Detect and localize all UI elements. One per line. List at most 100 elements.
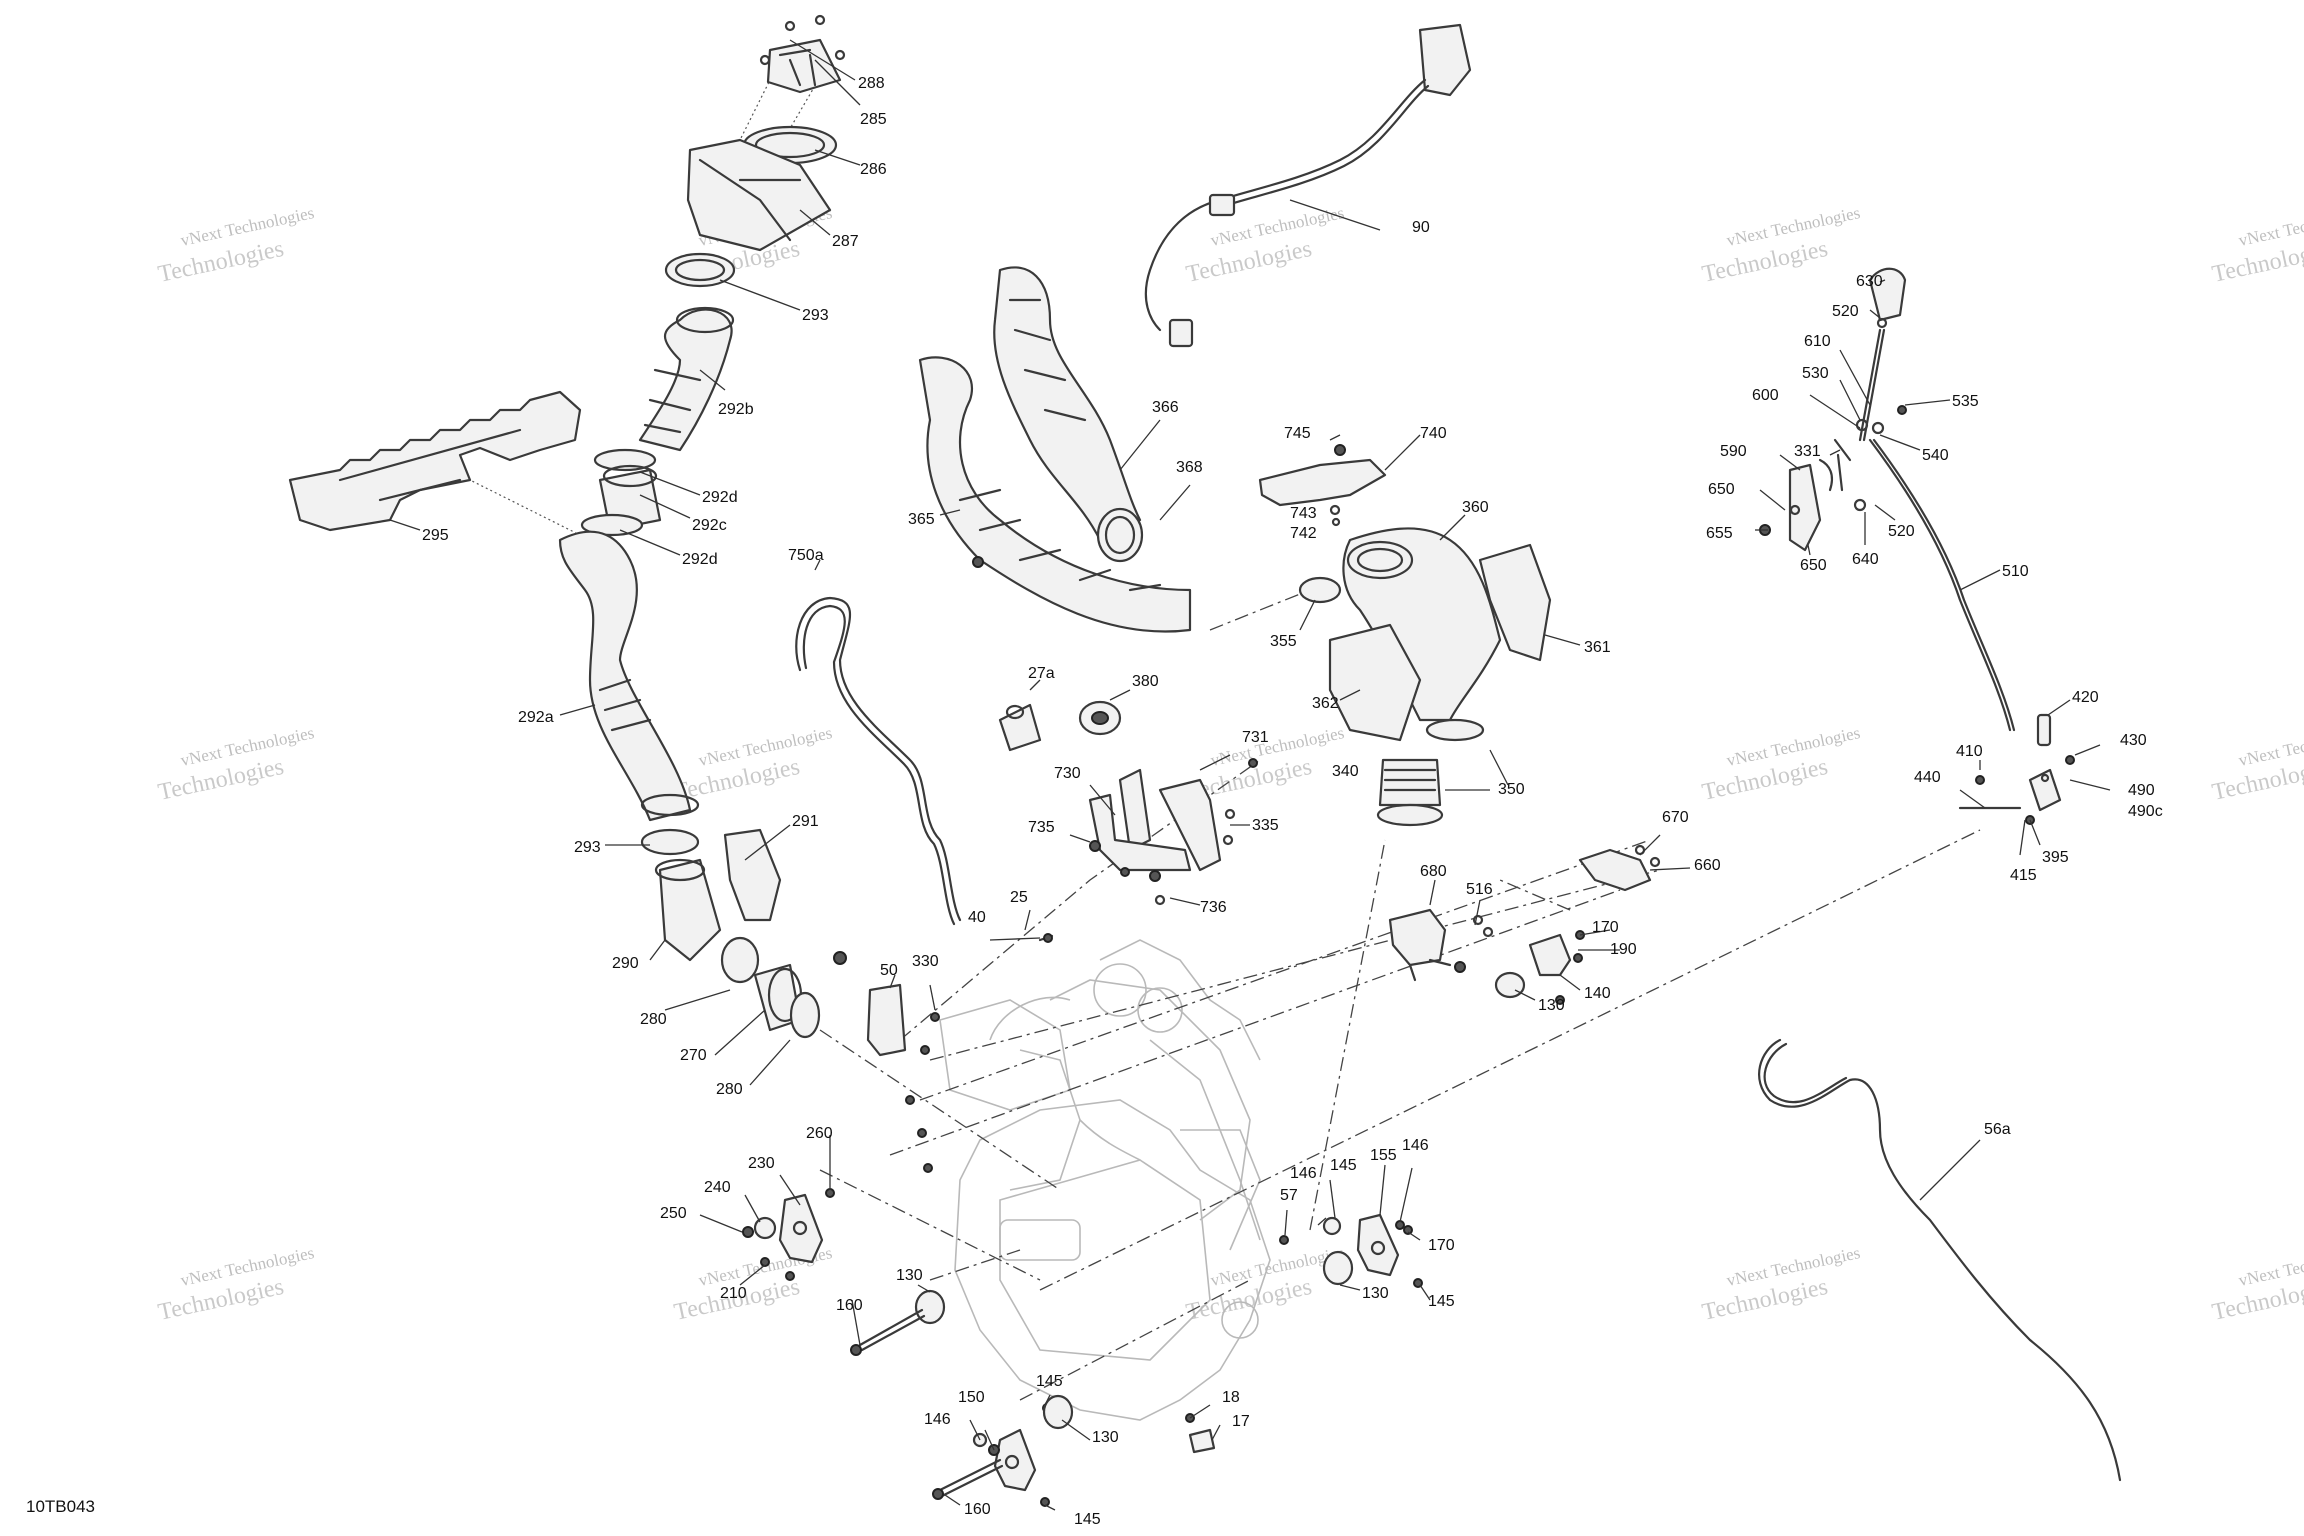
leader-lines — [389, 39, 2111, 1511]
cable-56a — [1758, 1038, 2122, 1482]
callout-label: 286 — [860, 161, 887, 178]
callout-label: 366 — [1152, 399, 1179, 416]
callout-label: 440 — [1914, 769, 1941, 786]
bracket-740 — [1258, 444, 1387, 527]
callout-label: 535 — [1952, 393, 1979, 410]
intake-clamps — [640, 828, 847, 1039]
svg-text:vNext Technologies: vNext Technologies — [2237, 203, 2304, 250]
callout-label: 155 — [1370, 1147, 1397, 1164]
callout-label: 56a — [1984, 1121, 2011, 1138]
callout-label: 590 — [1720, 443, 1747, 460]
exhaust-duct — [918, 266, 1192, 633]
svg-text:Technologies: Technologies — [156, 236, 286, 288]
callout-label: 670 — [1662, 809, 1689, 826]
callout-label: 355 — [1270, 633, 1297, 650]
intake-duct-upper — [580, 306, 735, 537]
callout-label: 145 — [1428, 1293, 1455, 1310]
callout-label: 145 — [1074, 1511, 1101, 1528]
callout-label: 146 — [1290, 1165, 1317, 1182]
callout-label: 295 — [422, 527, 449, 544]
callout-label: 743 — [1290, 505, 1317, 522]
callout-label: 430 — [2120, 732, 2147, 749]
callout-label: 330 — [912, 953, 939, 970]
callout-label: 395 — [2042, 849, 2069, 866]
callout-label: 150 — [958, 1389, 985, 1406]
callout-label: 27a — [1028, 665, 1055, 682]
callout-label: 285 — [860, 111, 887, 128]
muffler-assembly — [1298, 527, 1552, 827]
callout-label: 730 — [1054, 765, 1081, 782]
svg-text:Technologies: Technologies — [1700, 236, 1830, 288]
shift-lever — [1759, 267, 2075, 825]
callout-label: 530 — [1802, 365, 1829, 382]
callout-label: 287 — [832, 233, 859, 250]
callout-label: 415 — [2010, 867, 2037, 884]
hose-27a — [998, 703, 1042, 752]
callout-label: 130 — [1538, 997, 1565, 1014]
callout-label: 600 — [1752, 387, 1779, 404]
callout-label: 90 — [1412, 219, 1430, 236]
callout-label: 410 — [1956, 743, 1983, 760]
callout-label: 655 — [1706, 525, 1733, 542]
callout-label: 293 — [574, 839, 601, 856]
callout-label: 190 — [1610, 941, 1637, 958]
callout-label: 650 — [1708, 481, 1735, 498]
callout-label: 520 — [1888, 523, 1915, 540]
callout-label: 293 — [802, 307, 829, 324]
callout-label: 731 — [1242, 729, 1269, 746]
callout-label: 145 — [1330, 1157, 1357, 1174]
callout-label: 50 — [880, 962, 898, 979]
callout-label: 290 — [612, 955, 639, 972]
callout-label: 490 — [2128, 782, 2155, 799]
callout-label: 368 — [1176, 459, 1203, 476]
callout-label: 280 — [716, 1081, 743, 1098]
callout-label: 660 — [1694, 857, 1721, 874]
callout-label: 292a — [518, 709, 554, 726]
callout-label: 750a — [788, 547, 824, 564]
callout-label: 362 — [1312, 695, 1339, 712]
callout-label: 170 — [1428, 1237, 1455, 1254]
engine-block — [939, 939, 1271, 1421]
diagram-id: 10TB043 — [26, 1497, 95, 1516]
callout-label: 340 — [1332, 763, 1359, 780]
callout-label: 360 — [1462, 499, 1489, 516]
callout-label: 17 — [1232, 1413, 1250, 1430]
intake-duct-lower — [558, 530, 700, 822]
callout-label: 210 — [720, 1285, 747, 1302]
callout-label: 18 — [1222, 1389, 1240, 1406]
mount-left — [742, 1188, 946, 1356]
callout-label: 230 — [748, 1155, 775, 1172]
mount-bottom — [932, 1394, 1216, 1507]
bracket-730 — [1088, 758, 1258, 906]
callout-label: 288 — [858, 75, 885, 92]
callout-labels: 288 285 286 287 293 292b 292d 292c 292d … — [422, 75, 2163, 1528]
callout-label: 745 — [1284, 425, 1311, 442]
callout-label: 735 — [1028, 819, 1055, 836]
callout-label: 280 — [640, 1011, 667, 1028]
callout-label: 250 — [660, 1205, 687, 1222]
cable-750a — [795, 596, 962, 926]
callout-label: 240 — [704, 1179, 731, 1196]
svg-text:Technologies: Technologies — [1184, 236, 1314, 288]
callout-label: 57 — [1280, 1187, 1298, 1204]
bearing-380 — [1078, 700, 1122, 736]
callout-label: 146 — [1402, 1137, 1429, 1154]
callout-label: 145 — [1036, 1373, 1063, 1390]
callout-label: 365 — [908, 511, 935, 528]
callout-label: 292b — [718, 401, 754, 418]
callout-label: 140 — [1584, 985, 1611, 1002]
callout-label: 520 — [1832, 303, 1859, 320]
callout-label: 510 — [2002, 563, 2029, 580]
callout-label: 630 — [1856, 273, 1883, 290]
callout-label: 380 — [1132, 673, 1159, 690]
